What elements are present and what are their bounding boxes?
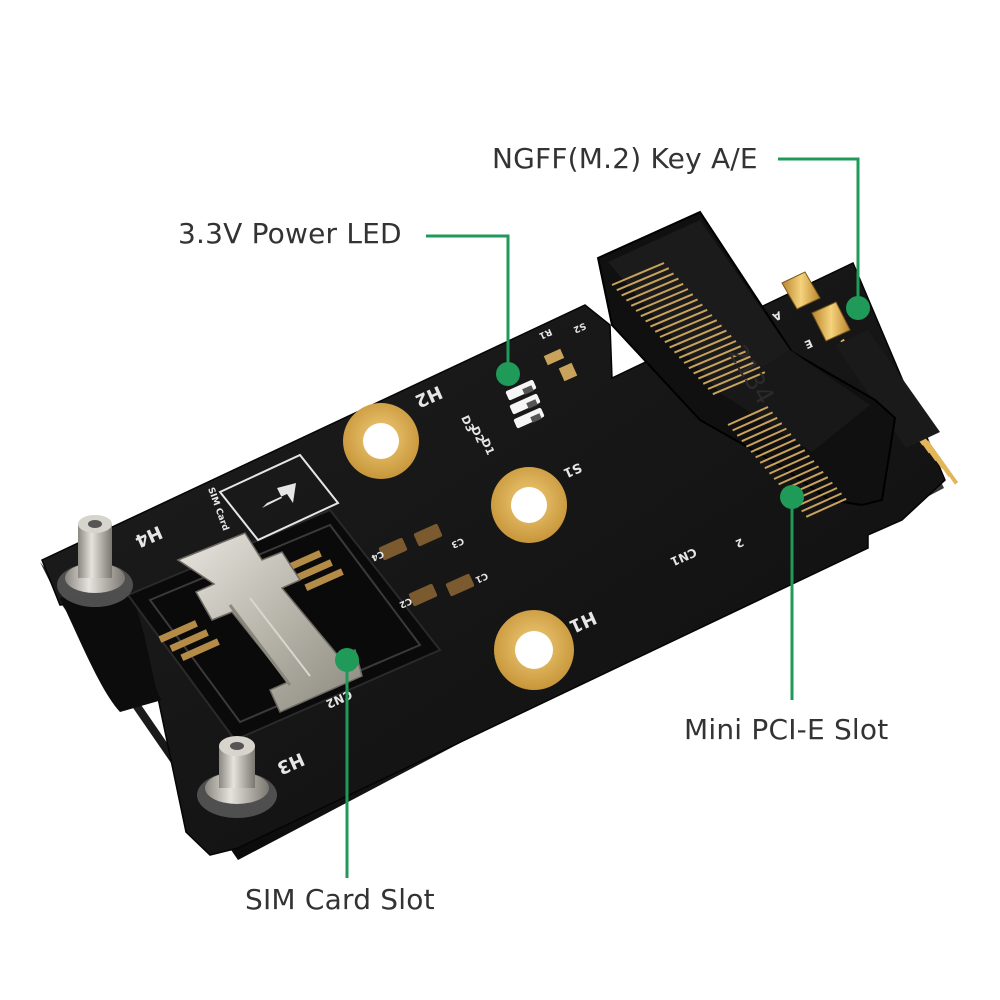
connector-pin <box>764 449 806 470</box>
connector-pin <box>693 350 746 375</box>
connector-pin <box>707 366 761 390</box>
connector-pin <box>664 319 718 344</box>
connector-pin <box>630 282 684 307</box>
ngff-key-label: NGFF(M.2) Key A/E <box>492 142 758 175</box>
connector-pin <box>805 497 847 518</box>
sim-card-silk-icon <box>218 453 340 542</box>
sim-callout-dot <box>335 648 359 672</box>
mini-pcie-slot-label: Mini PCI-E Slot <box>684 713 889 746</box>
connector-pin <box>755 438 797 459</box>
connector-pin <box>778 465 820 486</box>
gold-finger <box>924 440 959 485</box>
silk-d2: D2 <box>468 424 487 445</box>
callout-lines <box>345 157 860 878</box>
connector-pin <box>698 355 751 380</box>
pad-s1 <box>491 467 567 543</box>
silk-c3: C3 <box>449 535 465 549</box>
led-callout-dot <box>496 362 520 386</box>
connector-pin <box>640 293 694 318</box>
sim-card-slot-label: SIM Card Slot <box>245 883 435 916</box>
connector-pin <box>621 272 674 297</box>
connector-pin <box>796 487 838 507</box>
silk-c4: C4 <box>369 548 385 562</box>
sim-contact <box>158 620 198 643</box>
connector-pin <box>674 329 727 354</box>
silk-r1: R1 <box>537 326 553 341</box>
power-led-label: 3.3V Power LED <box>178 217 402 250</box>
connector-pin <box>616 267 670 292</box>
sim-card-holder <box>126 508 442 742</box>
pad-h1 <box>494 610 574 690</box>
connector-pin <box>768 454 810 475</box>
connector-pin <box>626 277 679 302</box>
silk-d3: D3 <box>458 413 477 434</box>
led-callout-line <box>426 234 510 374</box>
connector-pin <box>741 422 783 443</box>
silk-s2: S2 <box>572 320 588 334</box>
connector-pin <box>773 460 815 480</box>
ngff-callout-line <box>778 157 860 308</box>
connector-pin <box>736 416 778 437</box>
mini-pcie-connector <box>596 210 897 518</box>
connector-pin <box>702 360 756 385</box>
connector-pin <box>645 298 698 323</box>
standoff-h4 <box>57 515 133 607</box>
pcb-board <box>41 261 946 856</box>
callout-dots <box>335 296 870 672</box>
standoff-h3 <box>197 736 277 818</box>
connector-pin <box>732 411 774 432</box>
silk-c1: C1 <box>473 570 489 584</box>
mpcie-callout-dot <box>780 485 804 509</box>
connector-pin <box>683 340 737 364</box>
sim-contact <box>293 559 333 582</box>
connector-pin <box>678 334 732 359</box>
sim-contact <box>304 568 344 592</box>
mounting-pads <box>343 403 574 690</box>
connector-pin <box>659 314 713 338</box>
connector-pin <box>712 371 766 396</box>
connector-pin <box>611 262 665 286</box>
pad-h2 <box>343 403 419 479</box>
silk-s1: S1 <box>561 459 584 480</box>
connector-pin <box>650 303 703 328</box>
connector-pin <box>750 433 792 453</box>
silk-c2: C2 <box>397 595 413 609</box>
sim-contact <box>169 629 209 652</box>
connector-pin <box>654 308 708 333</box>
connector-pin <box>688 345 742 370</box>
ngff-key-fingers <box>781 271 959 485</box>
connector-pin <box>669 324 722 349</box>
sim-contact <box>180 638 220 662</box>
connector-pin <box>759 443 801 464</box>
connector-pin <box>727 406 769 426</box>
power-led-group <box>505 348 578 429</box>
ngff-callout-dot <box>846 296 870 320</box>
connector-pin <box>801 492 843 513</box>
silk-d1: D1 <box>478 436 497 457</box>
capacitors <box>378 523 475 607</box>
connector-pin <box>745 427 787 448</box>
connector-pin <box>635 288 689 312</box>
